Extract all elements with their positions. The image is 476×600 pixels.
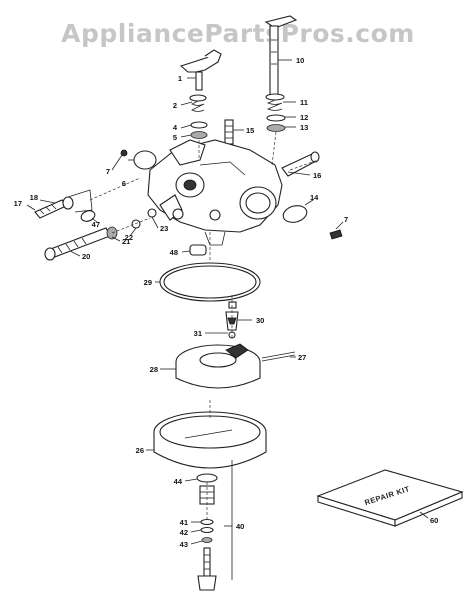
callout-1: 1 (178, 74, 182, 83)
callout-48: 48 (170, 248, 178, 257)
throttle-spring-part (189, 94, 207, 112)
bowl-gasket-part (159, 262, 261, 302)
callout-7-left: 7 (106, 167, 110, 176)
callout-16: 16 (313, 171, 321, 180)
callout-21: 21 (122, 237, 130, 246)
choke-shaft-part (264, 15, 298, 97)
carburetor-body-part (147, 139, 283, 246)
callout-10: 10 (296, 56, 304, 65)
main-jet-part (44, 226, 118, 261)
callout-28: 28 (150, 365, 158, 374)
seal-washer-part (190, 121, 208, 139)
callout-26: 26 (136, 446, 144, 455)
callout-27: 27 (298, 353, 306, 362)
leader-lines (26, 59, 429, 545)
small-washer-part (131, 208, 157, 229)
callout-23: 23 (160, 224, 168, 233)
choke-screw-part (329, 229, 343, 240)
callout-47: 47 (92, 220, 100, 229)
callout-41: 41 (180, 518, 188, 527)
inlet-fitting-part (224, 119, 234, 145)
callout-42: 42 (180, 528, 188, 537)
float-bowl-seat-part (189, 244, 207, 256)
callout-18: 18 (30, 193, 38, 202)
callout-12: 12 (300, 113, 308, 122)
fuel-inlet-part (281, 151, 320, 177)
callout-11: 11 (300, 98, 308, 107)
callout-60: 60 (430, 516, 438, 525)
callout-22: 22 (125, 233, 133, 242)
callout-2: 2 (173, 101, 177, 110)
callout-44: 44 (174, 477, 183, 486)
throttle-shaft-part (179, 49, 222, 91)
drain-screw-part (197, 547, 217, 591)
callout-4: 4 (173, 123, 178, 132)
choke-seal-part (266, 114, 286, 132)
pin-part (80, 210, 96, 222)
assembly-guide-lines (89, 131, 319, 580)
float-bowl-part (153, 411, 267, 469)
drain-washer-part (200, 518, 214, 543)
callout-15: 15 (246, 126, 254, 135)
float-part (175, 343, 261, 389)
callout-31: 31 (194, 329, 202, 338)
callout-17: 17 (14, 199, 22, 208)
callout-labels: 1 2 4 5 6 7 10 11 12 13 15 16 17 18 47 2… (14, 56, 439, 549)
repair-kit-box: REPAIR KIT (316, 469, 464, 527)
callout-14: 14 (310, 193, 319, 202)
callout-30: 30 (256, 316, 264, 325)
idle-screw-part (34, 189, 93, 219)
choke-plate-part (282, 205, 308, 223)
callout-20: 20 (82, 252, 90, 261)
callout-29-gasket: 29 (144, 278, 152, 287)
choke-spring-part (265, 93, 285, 111)
callout-13: 13 (300, 123, 308, 132)
float-pin-part (261, 351, 296, 362)
callout-43: 43 (180, 540, 188, 549)
callout-5: 5 (173, 133, 177, 142)
callout-40: 40 (236, 522, 244, 531)
throttle-plate-part (120, 149, 157, 170)
watermark: AppliancePartsPros.com (61, 19, 415, 48)
callout-6: 6 (122, 179, 126, 188)
callout-7-right: 7 (344, 215, 348, 224)
